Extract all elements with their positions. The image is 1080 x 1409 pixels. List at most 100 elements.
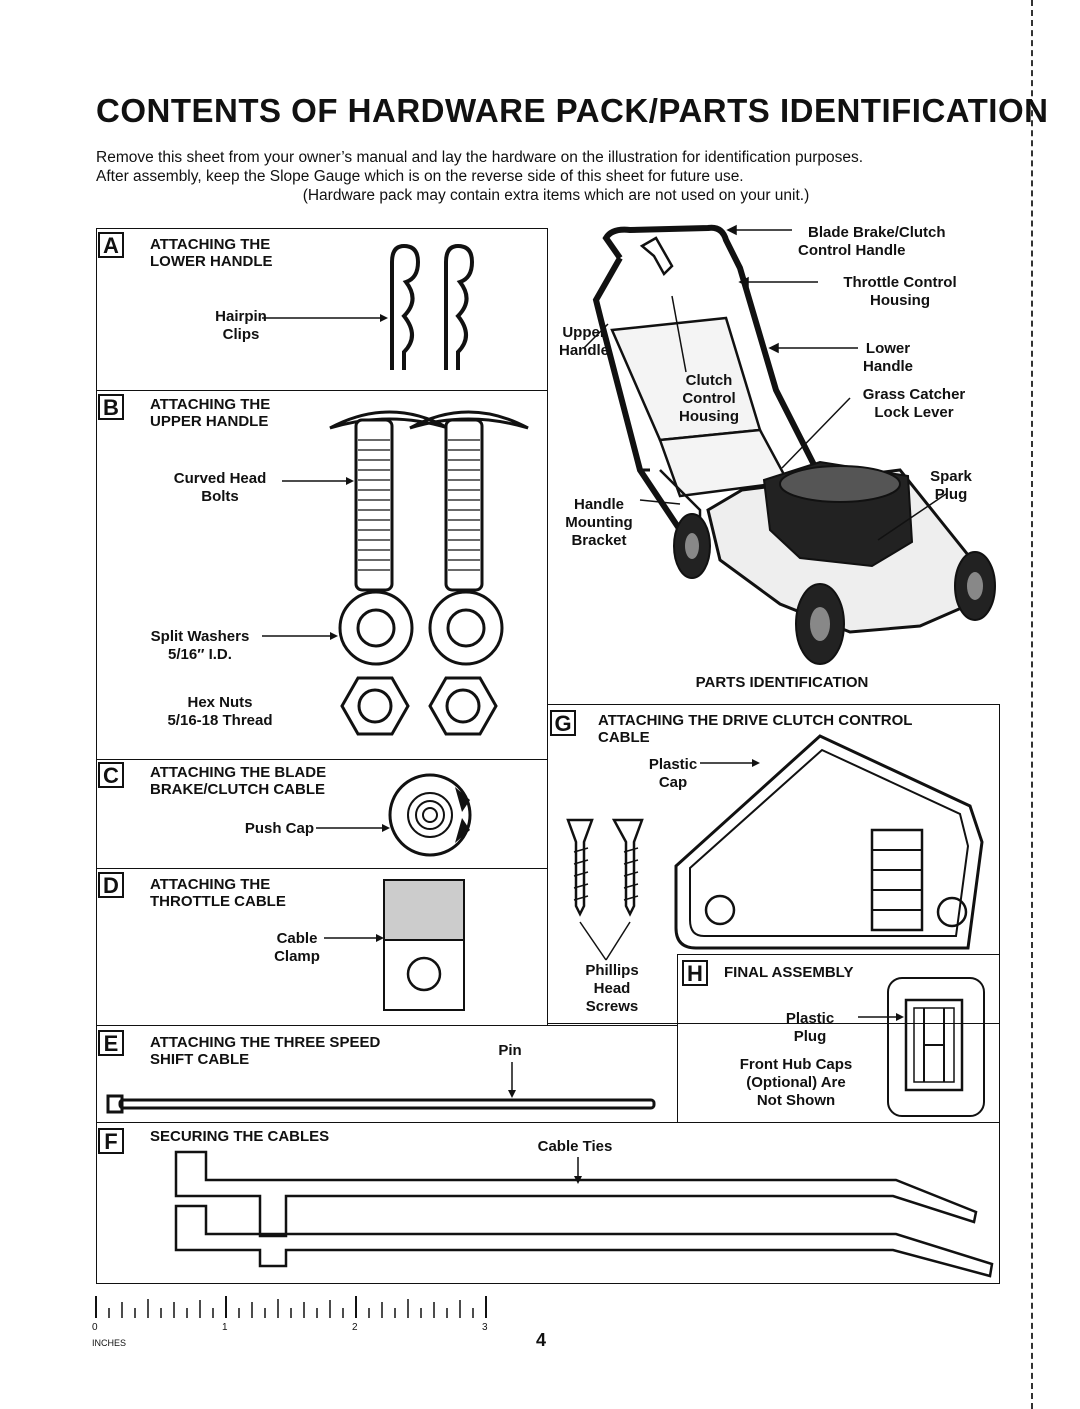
cable-clamp-label-line2: Clamp bbox=[274, 948, 320, 965]
section-e-heading-line1: ATTACHING THE THREE SPEED bbox=[150, 1034, 381, 1051]
phillips-screws-label: Phillips Head Screws bbox=[570, 962, 654, 1016]
section-g-badge: G bbox=[550, 710, 576, 736]
grass-catcher-label: Grass Catcher Lock Lever bbox=[846, 386, 982, 422]
handle-bracket-label: Handle Mounting Bracket bbox=[552, 496, 646, 550]
plastic-cap-label: Plastic Cap bbox=[634, 756, 712, 792]
section-h-box bbox=[677, 954, 1000, 1123]
bracket-label-line2: Mounting bbox=[565, 514, 633, 531]
intro-line-2: After assembly, keep the Slope Gauge whi… bbox=[96, 168, 744, 185]
grass-catcher-label-line1: Grass Catcher bbox=[862, 386, 966, 403]
upper-handle-label-line2: Handle bbox=[558, 342, 609, 359]
clutch-label-line1: Clutch bbox=[685, 372, 733, 389]
clutch-label-line3: Housing bbox=[679, 408, 739, 425]
intro-text: Remove this sheet from your owner’s manu… bbox=[96, 148, 1016, 205]
upper-handle-label: Upper Handle bbox=[552, 324, 616, 360]
hub-caps-note-line3: Not Shown bbox=[756, 1092, 836, 1109]
upper-handle-label-line1: Upper bbox=[562, 324, 606, 341]
section-h-heading: FINAL ASSEMBLY bbox=[724, 964, 854, 981]
nuts-label-line2: 5/16-18 Thread bbox=[167, 712, 273, 729]
section-a-heading-line1: ATTACHING THE bbox=[150, 236, 271, 253]
section-a-heading-line2: LOWER HANDLE bbox=[150, 253, 273, 270]
section-g-heading-line1: ATTACHING THE DRIVE CLUTCH CONTROL bbox=[598, 712, 913, 729]
hex-nuts-label: Hex Nuts 5/16-18 Thread bbox=[150, 694, 290, 730]
section-d-heading-line2: THROTTLE CABLE bbox=[150, 893, 286, 910]
screws-label-line1: Phillips bbox=[585, 962, 639, 979]
cable-clamp-label-line1: Cable bbox=[276, 930, 318, 947]
throttle-housing-label: Throttle Control Housing bbox=[820, 274, 980, 310]
split-washers-label: Split Washers 5/16″ I.D. bbox=[130, 628, 270, 664]
page-number: 4 bbox=[536, 1330, 547, 1350]
bolts-label-line2: Bolts bbox=[201, 488, 239, 505]
cable-ties-label: Cable Ties bbox=[537, 1138, 613, 1155]
lower-handle-label-line2: Handle bbox=[862, 358, 913, 375]
section-f-box bbox=[96, 1122, 1000, 1284]
section-d-heading: ATTACHING THE THROTTLE CABLE bbox=[150, 876, 286, 910]
washers-label-line1: Split Washers bbox=[150, 628, 250, 645]
section-h-badge: H bbox=[682, 960, 708, 986]
bracket-label-line1: Handle bbox=[573, 496, 624, 513]
lower-handle-label-line1: Lower bbox=[865, 340, 911, 357]
cable-clamp-label: Cable Clamp bbox=[262, 930, 332, 966]
blade-brake-label-line2: Control Handle bbox=[798, 242, 906, 259]
plastic-cap-label-line1: Plastic bbox=[648, 756, 698, 773]
section-f-heading: SECURING THE CABLES bbox=[150, 1128, 330, 1145]
section-b-heading-line2: UPPER HANDLE bbox=[150, 413, 269, 430]
bolts-label-line1: Curved Head bbox=[173, 470, 267, 487]
section-a-badge: A bbox=[98, 232, 124, 258]
ruler-label-0: 0 bbox=[92, 1322, 98, 1333]
section-e-heading: ATTACHING THE THREE SPEED SHIFT CABLE bbox=[150, 1034, 380, 1068]
throttle-label-line1: Throttle Control bbox=[843, 274, 957, 291]
grass-catcher-label-line2: Lock Lever bbox=[874, 404, 954, 421]
section-g-heading: ATTACHING THE DRIVE CLUTCH CONTROL CABLE bbox=[598, 712, 912, 746]
section-e-heading-line2: SHIFT CABLE bbox=[150, 1051, 250, 1068]
intro-line-3: (Hardware pack may contain extra items w… bbox=[302, 187, 810, 204]
blade-brake-label-line1: Blade Brake/Clutch bbox=[808, 224, 946, 241]
section-d-badge: D bbox=[98, 872, 124, 898]
washers-label-line2: 5/16″ I.D. bbox=[168, 646, 232, 663]
hub-caps-note-line2: (Optional) Are bbox=[746, 1074, 846, 1091]
ruler-label-3: 3 bbox=[482, 1322, 488, 1333]
ruler-label-1: 1 bbox=[222, 1322, 228, 1333]
plastic-plug-label-line1: Plastic bbox=[785, 1010, 835, 1027]
spark-plug-label: Spark Plug bbox=[920, 468, 982, 504]
page-title: CONTENTS OF HARDWARE PACK/PARTS IDENTIFI… bbox=[96, 92, 1049, 129]
clutch-label-line2: Control bbox=[682, 390, 736, 407]
curved-head-bolts-label: Curved Head Bolts bbox=[160, 470, 280, 506]
intro-line-1: Remove this sheet from your owner’s manu… bbox=[96, 149, 864, 166]
pin-label: Pin bbox=[498, 1042, 522, 1059]
ruler-label-2: 2 bbox=[352, 1322, 358, 1333]
section-b-badge: B bbox=[98, 394, 124, 420]
section-g-heading-line2: CABLE bbox=[598, 729, 650, 746]
lower-handle-label: Lower Handle bbox=[848, 340, 928, 376]
spark-plug-label-line2: Plug bbox=[934, 486, 968, 503]
throttle-label-line2: Housing bbox=[870, 292, 930, 309]
plastic-plug-label: Plastic Plug bbox=[770, 1010, 850, 1046]
hub-caps-note-line1: Front Hub Caps bbox=[739, 1056, 853, 1073]
section-f-badge: F bbox=[98, 1128, 124, 1154]
section-c-heading: ATTACHING THE BLADE BRAKE/CLUTCH CABLE bbox=[150, 764, 326, 798]
hairpin-clips-label: Hairpin Clips bbox=[196, 308, 286, 344]
section-c-heading-line1: ATTACHING THE BLADE bbox=[150, 764, 327, 781]
section-b-heading-line1: ATTACHING THE bbox=[150, 396, 271, 413]
clutch-housing-label: Clutch Control Housing bbox=[670, 372, 748, 426]
ruler-unit: INCHES bbox=[92, 1338, 127, 1348]
cut-line bbox=[1031, 0, 1035, 1409]
screws-label-line2: Head bbox=[593, 980, 631, 997]
section-g-box bbox=[547, 704, 1000, 1024]
section-c-badge: C bbox=[98, 762, 124, 788]
section-d-heading-line1: ATTACHING THE bbox=[150, 876, 271, 893]
section-b-heading: ATTACHING THE UPPER HANDLE bbox=[150, 396, 270, 430]
section-a-heading: ATTACHING THE LOWER HANDLE bbox=[150, 236, 273, 270]
hairpin-label-line2: Clips bbox=[222, 326, 260, 343]
bracket-label-line3: Bracket bbox=[571, 532, 627, 549]
section-c-heading-line2: BRAKE/CLUTCH CABLE bbox=[150, 781, 325, 798]
